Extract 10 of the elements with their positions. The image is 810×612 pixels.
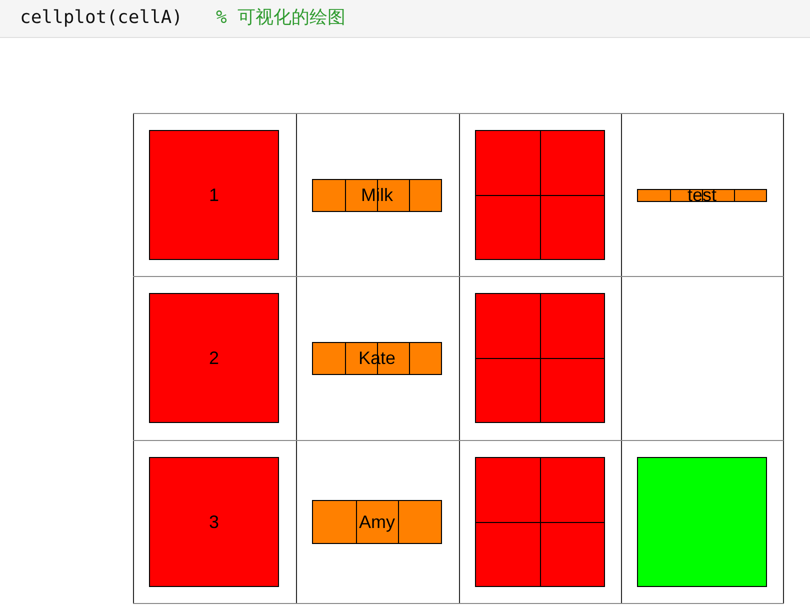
code-line: cellplot(cellA) [20, 6, 183, 30]
quadrant-square [475, 457, 605, 587]
quadrant-square [475, 130, 605, 260]
quadrant-square [475, 293, 605, 423]
filled-square: 2 [149, 293, 279, 423]
segmented-bar: Amy [312, 500, 442, 544]
filled-square: 1 [149, 130, 279, 260]
code-comment: % 可视化的绘图 [216, 6, 346, 30]
filled-square [637, 457, 767, 587]
filled-square: 3 [149, 457, 279, 587]
